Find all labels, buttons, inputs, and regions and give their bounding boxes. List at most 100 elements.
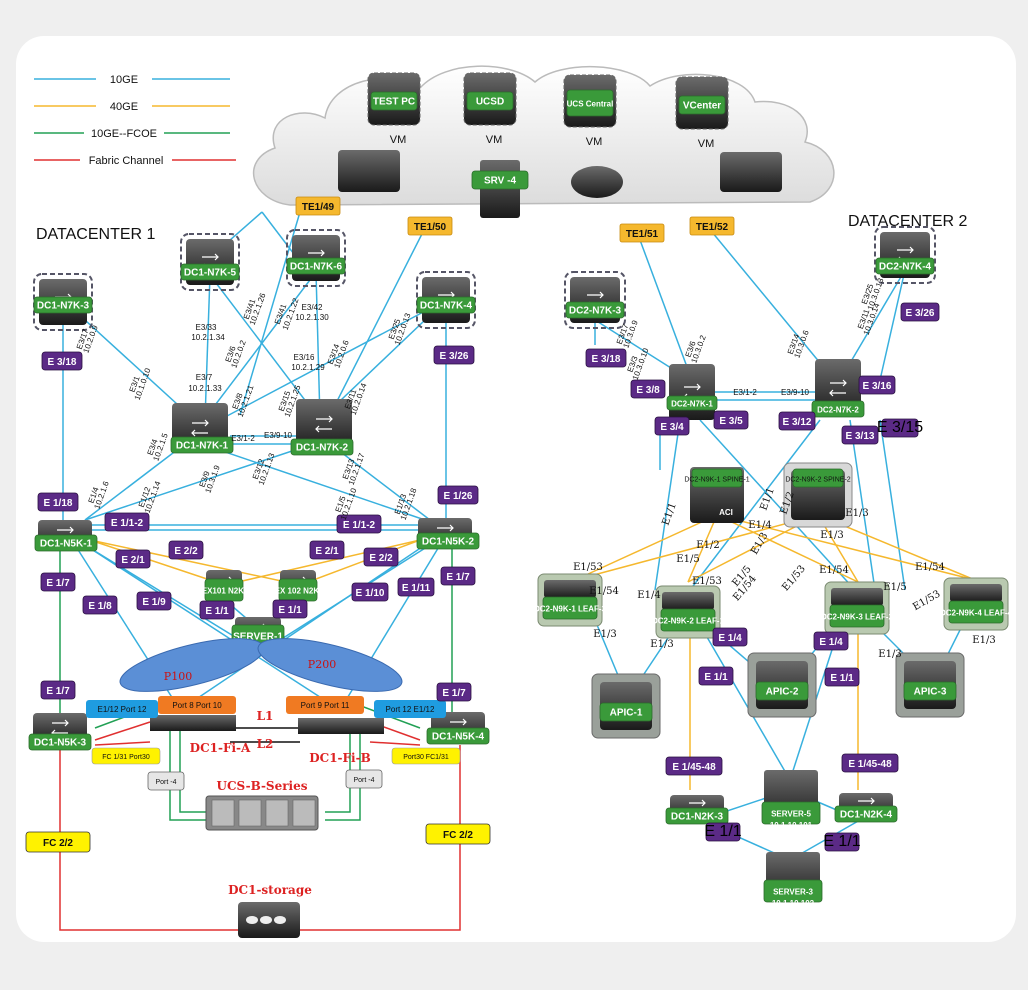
tag-e14-b-text: E 1/4 <box>819 637 843 648</box>
apic2-label-bg <box>755 681 809 701</box>
tag-e22-a-text: E 2/2 <box>174 546 198 557</box>
dc1-n5k-3-arrows-icon <box>51 719 69 737</box>
dc1-n7k-3-label-bg <box>33 296 93 314</box>
tag-e126-bg <box>437 485 479 505</box>
link-dc2n7k1-leaf2 <box>699 419 856 591</box>
p200-bundle <box>257 638 403 692</box>
tag-e110-text: E 1/10 <box>356 588 385 599</box>
legend-40ge: 40GE <box>110 101 138 113</box>
tag-e318-r-text: E 3/18 <box>592 354 621 365</box>
ucs-label: UCS-B-Series <box>216 779 307 793</box>
tag-e112-b-text: E 1/1-2 <box>343 520 376 531</box>
leaf-iface-label-2: E1/5 <box>676 554 699 565</box>
dc1-n5k-4-arrows-icon <box>449 718 467 736</box>
dc2-n7k-4-arrows-icon <box>896 246 914 264</box>
srv4-label: SRV -4 <box>484 176 516 187</box>
tag-e34: E 3/4 <box>654 416 690 436</box>
tag-e111-text: E 1/11 <box>402 583 431 594</box>
link-label-e3910-b: E3/9-10 <box>781 388 810 397</box>
tag-e316: E 3/16 <box>858 375 896 395</box>
tag-e34-text: E 3/4 <box>660 422 684 433</box>
tag-e21-b-bg <box>309 540 345 560</box>
fi-b-orange-bg <box>286 696 364 714</box>
dc1-n5k-1-label-bg <box>34 534 98 552</box>
dc2-n7k-3-arrows-icon <box>586 291 604 309</box>
fi-a-label: DC1-Fi-A <box>190 741 251 755</box>
link-dc2n7k2-leaf1 <box>689 419 821 591</box>
dc1-n5k-2-label-bg <box>416 532 480 550</box>
fc22-a: FC 2/2 <box>43 838 73 849</box>
link-spine2-leaf0 <box>574 514 819 581</box>
tag-e112-b-bg <box>336 514 382 534</box>
tag-e312-text: E 3/12 <box>783 417 812 428</box>
fi-a-blue-bg <box>86 700 158 718</box>
tag-e17-d-bg <box>436 682 472 702</box>
ip-a10b: 10.2.1.29 <box>291 363 325 372</box>
fi-a-fc: FC 1/31 Port30 <box>102 754 150 761</box>
link-n5k2-fia <box>179 544 426 711</box>
tag-e11-b: E 1/1 <box>272 599 308 619</box>
tag-e14548-b-text: E 1/45-48 <box>848 759 892 770</box>
fi-b-p4: Port -4 <box>353 777 374 784</box>
vm-1-label-bg <box>466 91 514 111</box>
dc1-n7k-2 <box>296 399 352 449</box>
tag-e315: E 3/15 <box>877 418 923 438</box>
fi-a-p4-bg <box>147 771 185 791</box>
dc1-n7k-4-label: DC1-N7K-4 <box>420 301 473 312</box>
tag-e17-b: E 1/7 <box>440 566 476 586</box>
tag-e318-l: E 3/18 <box>41 351 83 371</box>
spine1-label: DC2-N9K-1 SPINE-1 <box>684 477 749 484</box>
tag-e35-bg <box>713 410 749 430</box>
tag-e316-text: E 3/16 <box>863 381 892 392</box>
tag-e21-b-text: E 2/1 <box>315 546 339 557</box>
link-n7k2-n5k1 <box>84 439 326 521</box>
tag-e112-a-bg <box>104 512 150 532</box>
link-fc-b3 <box>369 741 421 746</box>
tag-e17-c-text: E 1/7 <box>46 686 70 697</box>
dc2-n7k-3-label: DC2-N7K-3 <box>569 306 622 317</box>
tag-e17-b-text: E 1/7 <box>446 572 470 583</box>
dc1-n5k-2-label: DC1-N5K-2 <box>422 537 475 548</box>
fi-b-fc-bg <box>391 747 461 765</box>
tag-e22-b-text: E 2/2 <box>369 553 393 564</box>
storage-disk-2 <box>274 916 286 924</box>
tag-e19: E 1/9 <box>136 591 172 611</box>
tag-e14548-b: E 1/45-48 <box>841 753 899 773</box>
apic2-label: APIC-2 <box>766 687 799 698</box>
dc1-n7k-5-label: DC1-N7K-5 <box>184 268 237 279</box>
storage-disk-1 <box>260 916 272 924</box>
dc1-n7k-6-frame <box>286 229 346 287</box>
tag-e14-a-bg <box>712 627 748 647</box>
link-dc2n7k4-n7k2 <box>879 269 906 381</box>
link-fib-ucs1 <box>325 730 361 821</box>
legend-fcoe: 10GE--FCOE <box>91 128 157 140</box>
fc22-b: FC 2/2 <box>443 830 473 841</box>
tag-e21-a-bg <box>115 549 151 569</box>
tag-e313-bg <box>841 425 879 445</box>
vm-2-label: UCS Central <box>567 100 614 109</box>
dc1-n2k-3-label: DC1-N2K-3 <box>671 812 724 823</box>
tag-e11-a-bg <box>199 600 235 620</box>
dc1-n7k-2-arrows-icon <box>315 415 333 433</box>
ip-a9b: 10.2.1.30 <box>295 313 329 322</box>
tag-e110-bg <box>351 582 389 602</box>
uplink-0: TE1/49 <box>302 202 335 213</box>
leaf-iface-label-19: E1/54 <box>915 562 945 573</box>
tag-e11-c: E 1/1 <box>698 666 734 686</box>
tag-e118-text: E 1/18 <box>44 498 73 509</box>
ucs-blade-0 <box>211 799 235 827</box>
link-fc-a <box>59 745 258 931</box>
fc22-a-bg <box>25 831 91 853</box>
tag-e22-a-bg <box>168 540 204 560</box>
dc1-n2k-4-label: DC1-N2K-4 <box>840 810 893 821</box>
dc2-n7k-2-arrows-icon <box>829 379 847 397</box>
tag-e11-d-bg <box>824 667 860 687</box>
tag-e11-e-text: E 1/1 <box>704 823 741 840</box>
leaf-iface-label-13: E1/3 <box>820 530 843 541</box>
fex101-label: FEX101 N2K-1 <box>197 587 252 596</box>
tag-e14548-b-bg <box>841 753 899 773</box>
spine2-label: DC2-N9K-2 SPINE-2 <box>785 477 850 484</box>
tag-e118-bg <box>37 492 79 512</box>
leaf-iface-label-6: E1/4 <box>637 590 660 601</box>
apic1-label-bg <box>599 702 653 722</box>
